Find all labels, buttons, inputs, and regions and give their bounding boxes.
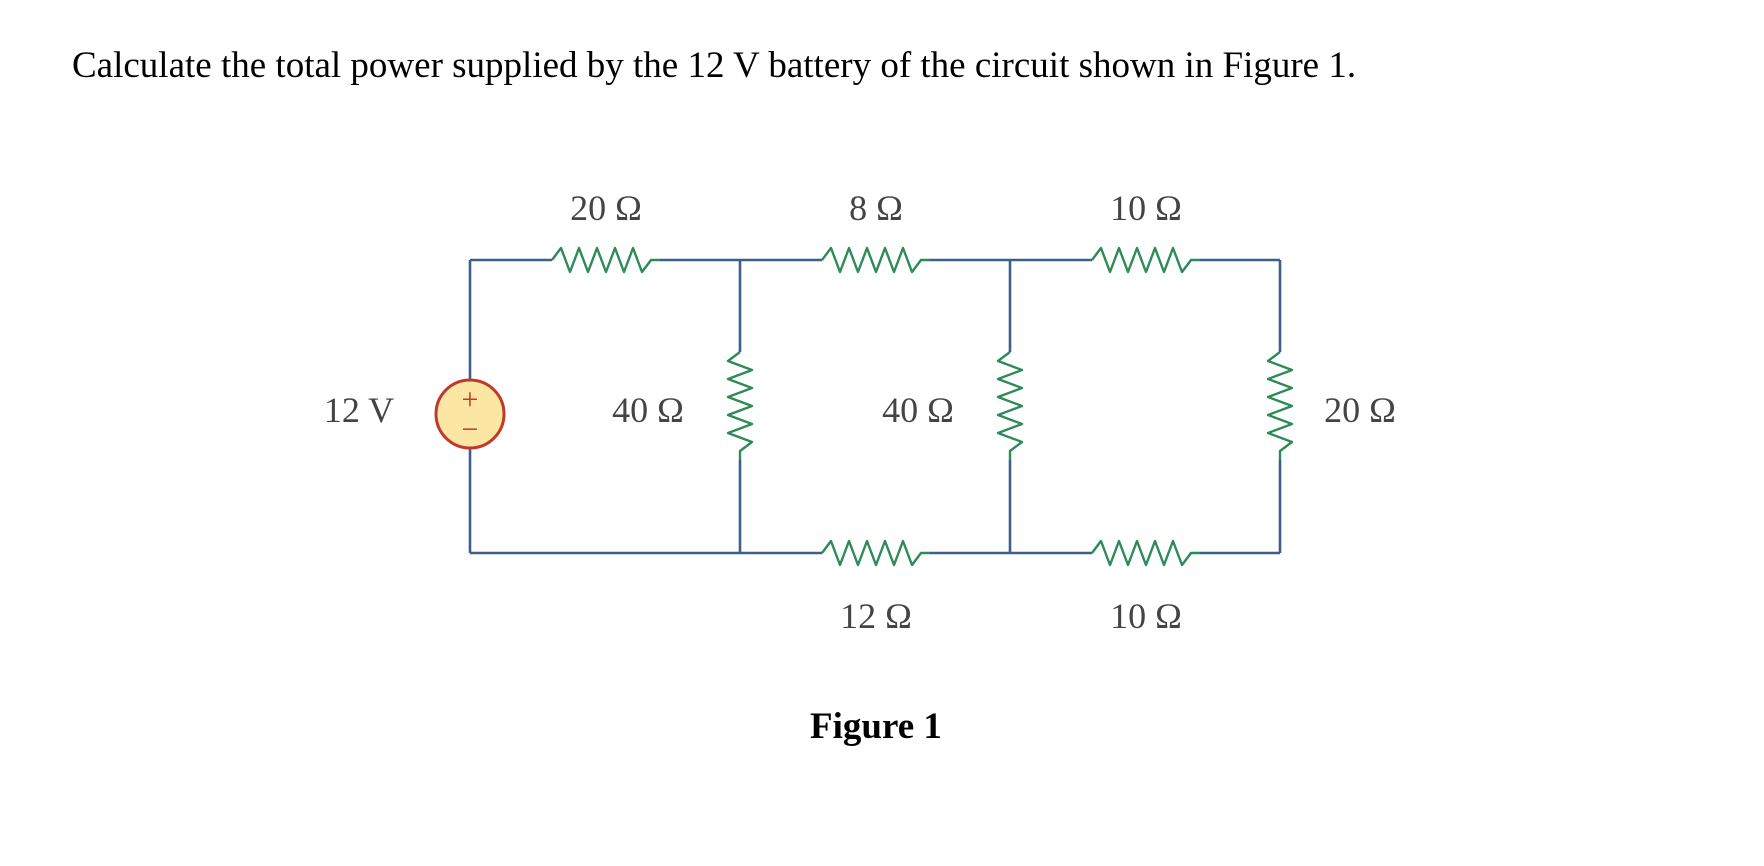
resistor-vertical-2 [996, 351, 1024, 460]
label-resistor-top-1: 20 Ω [570, 188, 642, 228]
resistor-vertical-3 [1266, 351, 1294, 460]
label-resistor-vertical-1: 40 Ω [612, 390, 684, 430]
voltage-source: + − [434, 378, 506, 450]
resistor-vertical-1 [726, 351, 754, 460]
voltage-source-plus-sign: + [462, 383, 479, 416]
label-source: 12 V [324, 390, 394, 430]
resistor-bottom-1 [821, 539, 930, 567]
voltage-source-minus-sign: − [462, 413, 479, 446]
component-labels: 12 V 20 Ω 8 Ω 10 Ω 40 Ω 40 Ω 20 Ω 12 Ω 1… [324, 188, 1396, 636]
circuit-wires [468, 258, 1282, 555]
resistor-top-3 [1091, 246, 1200, 274]
label-resistor-vertical-2: 40 Ω [882, 390, 954, 430]
voltage-source-circle [434, 378, 506, 450]
label-resistor-top-2: 8 Ω [849, 188, 903, 228]
label-resistor-vertical-3: 20 Ω [1324, 390, 1396, 430]
resistor-top-2 [821, 246, 930, 274]
resistors [551, 246, 1294, 567]
resistor-top-1 [551, 246, 660, 274]
question-text: Calculate the total power supplied by th… [72, 45, 1357, 86]
label-resistor-bottom-2: 10 Ω [1110, 596, 1182, 636]
label-resistor-top-3: 10 Ω [1110, 188, 1182, 228]
figure-caption: Figure 1 [810, 706, 942, 747]
resistor-bottom-2 [1091, 539, 1200, 567]
label-resistor-bottom-1: 12 Ω [840, 596, 912, 636]
